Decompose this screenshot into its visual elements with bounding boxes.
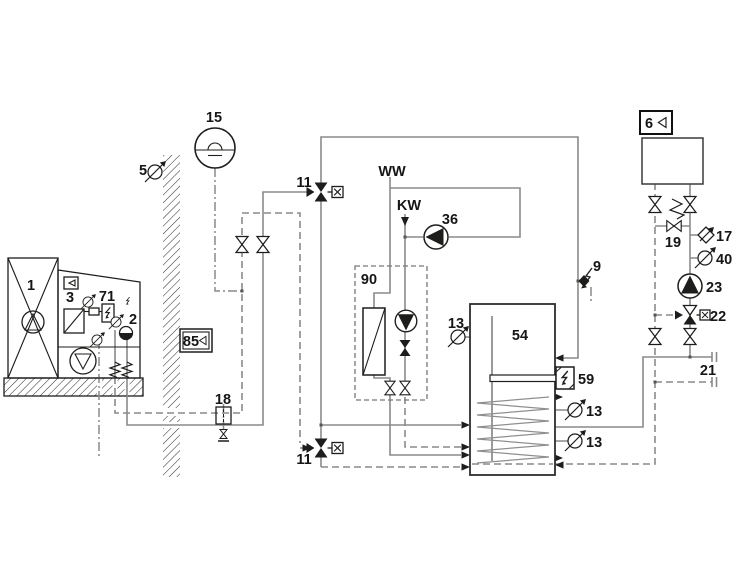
diverting-valve-11-bottom [305,437,344,459]
label-5: 5 [139,163,147,179]
shutoff-valve-icon [648,195,662,214]
building-wall [163,155,180,477]
tank-sensor-13-lower [564,429,587,452]
diverting-valve-11-top [305,181,344,203]
shutoff-valve-icon [683,327,697,346]
label-13-upper: 13 [586,404,602,420]
pipes-solid [114,136,712,467]
controller-85 [179,328,213,353]
contact-sensor-9 [578,267,593,289]
label-40: 40 [716,252,732,268]
inverter-71-box [101,303,115,323]
sensor-icon [108,313,125,330]
sensor-icon [89,331,106,348]
heating-circuit-box [641,137,704,185]
shutoff-valve-icon [256,235,270,254]
fan-icon [69,347,97,375]
sensor-icon [80,293,97,310]
ground [3,377,144,397]
outdoor-temperature-sensor-5 [144,160,167,183]
dhw-circulation-pump-36 [423,224,449,250]
label-13-lower: 13 [586,435,602,451]
label-36: 36 [442,212,458,228]
electric-heater-59 [489,366,575,390]
label-22: 22 [710,309,726,325]
label-13-left: 13 [448,316,464,332]
labels: 1 3 71 2 5 15 85 18 11 11 WW KW 36 90 9 … [27,110,732,468]
pump-2-icon [118,325,134,341]
label-18: 18 [215,392,231,408]
label-3: 3 [66,290,74,306]
label-17: 17 [716,229,732,245]
label-kw: KW [397,198,421,214]
compressor-circle-icon [21,310,45,334]
module-pump-icon [394,309,418,333]
label-71: 71 [99,289,115,305]
heat-exchanger-icon [63,308,85,334]
lightning-icon [104,306,111,320]
remote-control-6 [639,110,673,135]
spring-icon [668,198,686,220]
safety-assembly-18 [215,406,232,442]
storage-tank-54 [469,303,556,476]
flow-arrows [302,217,564,471]
label-9: 9 [593,259,601,275]
label-54: 54 [512,328,528,344]
kw-flow-arrow [401,217,409,226]
label-23: 23 [706,280,722,296]
label-11-top: 11 [296,175,311,191]
freshwater-module-90 [354,265,428,401]
label-19: 19 [665,235,681,251]
label-6: 6 [645,116,653,132]
heating-coil-icon [476,396,550,464]
shutoff-valve-icon [648,327,662,346]
outdoor-unit [7,257,141,379]
diverting-valve-22 [674,304,711,326]
check-valve-icon [399,340,411,356]
shutoff-valve-icon [235,235,249,254]
label-2: 2 [129,312,137,328]
shutoff-valve-icon [384,380,396,396]
label-11-bottom: 11 [296,452,311,468]
heating-pump-23 [677,273,703,299]
label-ww: WW [378,164,406,180]
flow-switch-17 [697,226,715,244]
label-90: 90 [361,272,377,288]
junction-dots [240,235,692,427]
shutoff-valve-icon [399,380,411,396]
shutoff-valve-icon [683,195,697,214]
label-85: 85 [183,334,199,350]
tank-sensor-13-upper [564,398,587,421]
label-1: 1 [27,278,35,294]
label-15: 15 [206,110,222,126]
overflow-valve-19 [666,198,686,232]
sensor-40-icon [694,246,717,269]
component-3-box [63,276,79,290]
expansion-vessel-15 [194,127,236,169]
label-21: 21 [700,363,716,379]
label-59: 59 [578,372,594,388]
lightning-icon [125,296,130,306]
